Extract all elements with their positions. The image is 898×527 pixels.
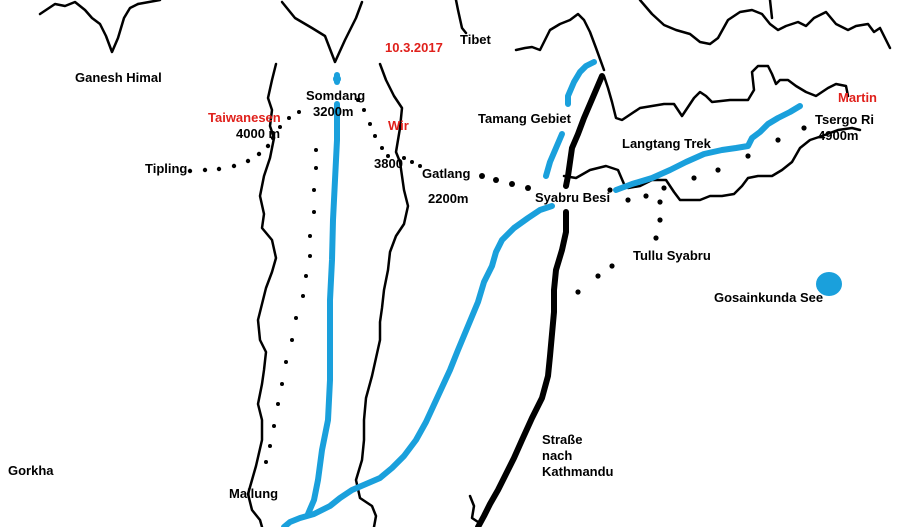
ridge-left-valley-east bbox=[354, 62, 410, 527]
river-trisuli-upper bbox=[565, 59, 597, 107]
ridge-langtang-north bbox=[602, 64, 850, 122]
ridge-valley-left bbox=[280, 0, 364, 64]
label-syabru-besi: Syabru Besi bbox=[535, 190, 611, 205]
label-date: 10.3.2017 bbox=[385, 40, 443, 55]
ridge-northwest bbox=[38, 0, 140, 54]
label-tibet: Tibet bbox=[460, 32, 491, 47]
label-nach: nach bbox=[542, 448, 573, 463]
label-tsergo-ri-altitude: 4900m bbox=[818, 128, 859, 143]
label-tullu-syabru: Tullu Syabru bbox=[633, 248, 711, 263]
label-tamang-gebiet: Tamang Gebiet bbox=[478, 111, 571, 126]
ridge-ganesh-himal bbox=[136, 0, 162, 6]
river-left-valley-main bbox=[305, 101, 340, 517]
road-upper bbox=[563, 73, 605, 189]
gosainkunda-lake bbox=[816, 272, 842, 296]
label-gorkha: Gorkha bbox=[8, 463, 54, 478]
label-mailung: Mailung bbox=[229, 486, 279, 501]
label-tsergo-ri: Tsergo Ri bbox=[815, 112, 874, 127]
ridge-langtang-south bbox=[562, 126, 862, 202]
ridge-right-bank bbox=[468, 494, 480, 524]
label-gatlang: Gatlang bbox=[422, 166, 471, 181]
label-taiwanesen-altitude: 4000 m bbox=[236, 126, 281, 141]
label-wir: Wir bbox=[388, 118, 409, 133]
ridge-tibet-west bbox=[454, 0, 468, 35]
label-gosainkunda-see: Gosainkunda See bbox=[714, 290, 824, 305]
river-langtang bbox=[613, 103, 803, 193]
label-ganesh-himal: Ganesh Himal bbox=[75, 70, 162, 85]
label-taiwanesen: Taiwanesen bbox=[208, 110, 281, 125]
river-tamang bbox=[543, 131, 565, 179]
label-martin: Martin bbox=[838, 90, 877, 105]
label-langtang-trek: Langtang Trek bbox=[622, 136, 711, 151]
river-source-dot bbox=[333, 75, 341, 83]
label-gatlang-altitude: 2200m bbox=[428, 191, 469, 206]
trail-dots bbox=[187, 98, 807, 464]
river-trisuli bbox=[281, 203, 555, 527]
label-tipling: Tipling bbox=[145, 161, 188, 176]
label-kathmandu: Kathmandu bbox=[542, 464, 614, 479]
label-somdang-altitude: 3200m bbox=[313, 104, 354, 119]
label-strasse: Straße bbox=[542, 432, 583, 447]
ridge-northeast bbox=[638, 0, 892, 50]
label-3800: 3800 bbox=[374, 156, 403, 171]
ridge-east-top bbox=[768, 0, 774, 20]
road-lower bbox=[475, 209, 569, 527]
label-somdang: Somdang bbox=[306, 88, 366, 103]
ridge-tibet-east bbox=[514, 12, 606, 72]
